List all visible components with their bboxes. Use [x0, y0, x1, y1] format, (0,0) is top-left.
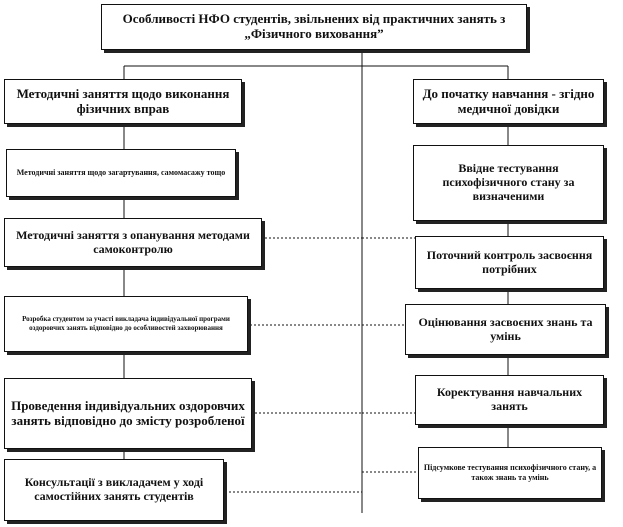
- left-box-1-text: Методичні заняття щодо виконання фізични…: [16, 85, 230, 116]
- title-box: Особливості НФО студентів, звільнених ві…: [101, 4, 527, 50]
- right-box-2: Ввідне тестування психофізичного стану з…: [413, 145, 604, 221]
- right-box-5-text: Коректування навчальних занять: [436, 385, 583, 413]
- right-box-6: Підсумкове тестування психофізичного ста…: [418, 447, 602, 499]
- left-box-4-text: Розробка студентом за участі викладача і…: [22, 315, 230, 332]
- right-box-3: Поточний контроль засвоєння потрібних: [415, 236, 604, 289]
- right-box-4: Оцінювання засвоєних знань та умінь: [405, 304, 606, 355]
- right-box-1-text: До початку навчання - згідно медичної до…: [422, 85, 595, 116]
- left-box-4: Розробка студентом за участі викладача і…: [4, 296, 248, 352]
- left-box-1: Методичні заняття щодо виконання фізични…: [4, 79, 242, 124]
- right-box-5: Коректування навчальних занять: [415, 375, 604, 425]
- right-box-1: До початку навчання - згідно медичної до…: [413, 79, 604, 124]
- right-box-4-text: Оцінювання засвоєних знань та умінь: [418, 314, 593, 343]
- left-box-2-text: Методичні заняття щодо загартування, сам…: [16, 168, 226, 178]
- left-box-5: Проведення індивідуальних оздоровчих зан…: [4, 378, 252, 449]
- left-box-5-text: Проведення індивідуальних оздоровчих зан…: [11, 397, 245, 428]
- right-box-6-text: Підсумкове тестування психофізичного ста…: [423, 463, 597, 482]
- right-box-2-text: Ввідне тестування психофізичного стану з…: [442, 161, 575, 203]
- left-box-3-text: Методичні заняття з опанування методами …: [16, 227, 250, 256]
- left-box-2: Методичні заняття щодо загартування, сам…: [6, 149, 236, 197]
- left-box-6: Консультації з викладачем у ході самості…: [4, 459, 224, 521]
- right-box-3-text: Поточний контроль засвоєння потрібних: [426, 247, 593, 276]
- left-box-3: Методичні заняття з опанування методами …: [4, 218, 262, 267]
- left-box-6-text: Консультації з викладачем у ході самості…: [24, 475, 204, 503]
- title-text: Особливості НФО студентів, звільнених ві…: [122, 11, 506, 41]
